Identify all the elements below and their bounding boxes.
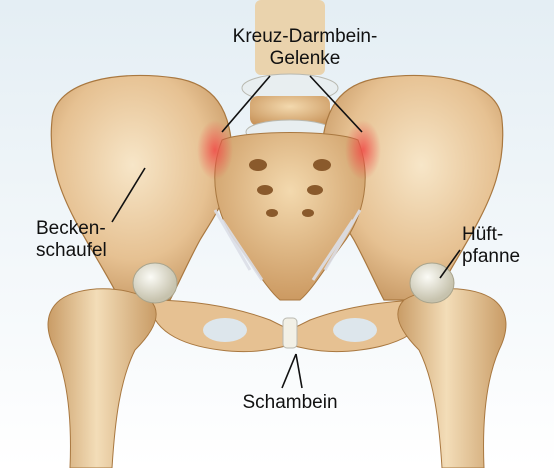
pubis-label-line1: Schambein bbox=[220, 392, 360, 414]
sacroiliac-label-line1: Kreuz-Darmbein- bbox=[200, 26, 410, 48]
lumbar-spine bbox=[242, 0, 338, 144]
left-sacroiliac-inflammation bbox=[197, 120, 233, 180]
hip-socket-label-line1: Hüft- bbox=[462, 224, 520, 246]
pubis-label: Schambein bbox=[220, 392, 360, 414]
right-sacroiliac-inflammation bbox=[345, 120, 381, 180]
hip-socket-label: Hüft- pfanne bbox=[462, 224, 520, 268]
right-obturator-foramen bbox=[333, 318, 377, 342]
iliac-wing-label-line2: schaufel bbox=[36, 240, 107, 262]
left-obturator-foramen bbox=[203, 318, 247, 342]
iliac-wing-label-line1: Becken- bbox=[36, 218, 107, 240]
left-femoral-head bbox=[133, 263, 177, 303]
sacroiliac-label-line2: Gelenke bbox=[200, 48, 410, 70]
pubic-symphysis bbox=[283, 318, 297, 348]
sacroiliac-joints-label: Kreuz-Darmbein- Gelenke bbox=[200, 26, 410, 70]
iliac-wing-label: Becken- schaufel bbox=[36, 218, 107, 262]
hip-socket-label-line2: pfanne bbox=[462, 246, 520, 268]
